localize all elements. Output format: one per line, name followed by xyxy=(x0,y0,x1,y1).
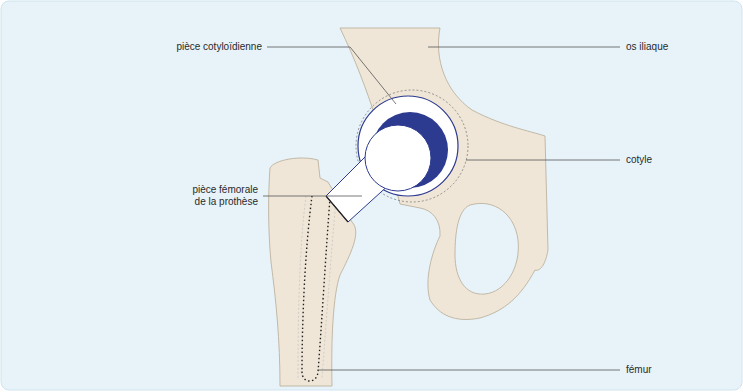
obturator-foramen xyxy=(455,203,518,294)
part-label: os iliaque xyxy=(626,41,668,53)
femoral-stem xyxy=(302,196,330,381)
femoral-stem-inner xyxy=(298,196,336,378)
leader-lines xyxy=(263,47,620,370)
leader-line xyxy=(318,370,620,371)
part-label: cotyle xyxy=(626,154,652,166)
part-label: fémur xyxy=(626,364,652,376)
neck-base xyxy=(326,196,348,222)
leader-line xyxy=(466,160,620,161)
part-label: pièce fémorale de la prothèse xyxy=(180,184,258,208)
iliac-bone xyxy=(340,28,548,319)
femoral-head xyxy=(365,125,431,191)
leader-line xyxy=(428,47,620,48)
part-label: pièce cotyloïdienne xyxy=(176,41,262,53)
leader-line xyxy=(263,196,362,197)
leader-line xyxy=(267,47,396,104)
